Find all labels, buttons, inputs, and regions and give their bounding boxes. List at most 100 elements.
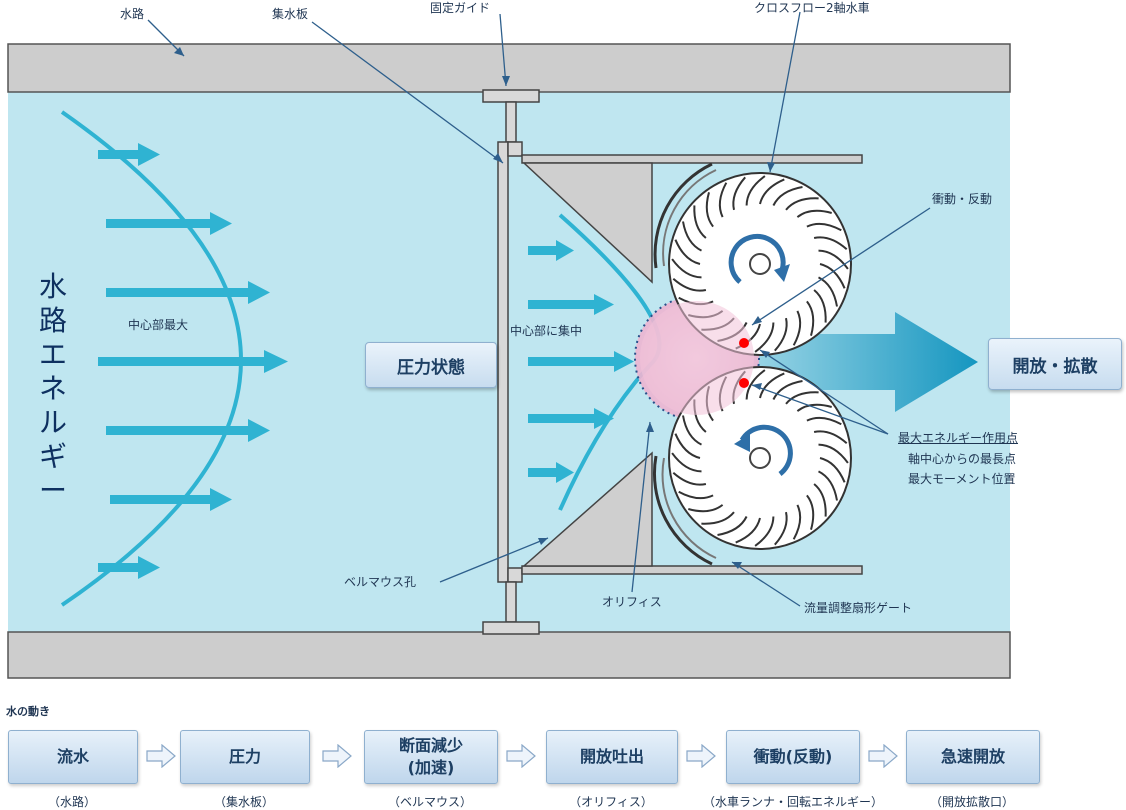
label-bellmouth: ベルマウス孔 xyxy=(344,575,417,589)
runner-blades-bottom xyxy=(671,369,849,547)
energy-point-bottom xyxy=(739,378,749,388)
flow-step-6-sub: （開放拡散口） xyxy=(929,795,1014,809)
runner-blade xyxy=(772,186,803,206)
runner-blade xyxy=(717,516,748,536)
vertical-title-channel-energy: 水路エネルギー xyxy=(38,270,67,507)
flow-step-4-sub: （オリフィス） xyxy=(569,795,653,809)
runner-blade xyxy=(792,310,802,346)
runner-blade xyxy=(682,221,702,252)
flow-step-3-sub: （ベルマウス） xyxy=(387,795,472,809)
flow-step-2-sub: （集水板） xyxy=(213,795,274,809)
runner-blade xyxy=(735,517,761,544)
runner-blade xyxy=(813,236,848,250)
runner-blade xyxy=(774,511,788,546)
runner-blade xyxy=(672,472,707,486)
runner-blade xyxy=(818,470,838,501)
flow-step-arrow xyxy=(322,744,352,768)
flow-step-4: 開放吐出 xyxy=(546,730,678,784)
label-center-focus: 中心部に集中 xyxy=(510,324,583,338)
flow-step-arrow xyxy=(146,744,176,768)
gate-arc-bottom-inner xyxy=(661,457,717,559)
runner-blade xyxy=(813,430,848,444)
runner-blade xyxy=(693,205,707,239)
runner-bottom xyxy=(668,366,852,550)
flow-step-5: 衝動(反動) xyxy=(726,730,860,784)
energy-point-top xyxy=(739,338,749,348)
flow-arrow xyxy=(528,462,574,483)
flow-step-arrow xyxy=(686,744,716,768)
runner-blade xyxy=(674,433,701,459)
flow-section-title: 水の動き xyxy=(6,705,50,718)
runner-blade xyxy=(818,443,849,464)
runner-blade xyxy=(813,289,827,323)
runner-blade xyxy=(671,258,702,279)
label-collection-plate: 集水板 xyxy=(272,7,309,21)
inflow-arrows xyxy=(98,143,288,579)
runner-blade xyxy=(674,239,701,265)
runner-blade xyxy=(792,504,802,540)
label-orifice: オリフィス xyxy=(602,595,662,609)
flow-step-5-sub: （水車ランナ・回転エネルギー） xyxy=(702,795,883,809)
rotation-arrow-top xyxy=(728,233,786,284)
flow-step-2: 圧力 xyxy=(180,730,310,784)
runner-blade xyxy=(678,490,714,500)
flow-step-3: 断面減少 (加速) xyxy=(364,730,498,784)
runner-blade xyxy=(796,209,832,218)
flow-arrow xyxy=(528,294,614,315)
flow-step-arrow xyxy=(868,744,898,768)
runner-blade xyxy=(701,511,735,525)
runner-blade xyxy=(672,278,707,292)
label-center-max: 中心部最大 xyxy=(128,318,189,332)
runner-blade xyxy=(806,494,815,530)
runner-blade xyxy=(682,415,702,446)
runner-blade xyxy=(718,182,728,218)
converging-arrows xyxy=(528,240,634,483)
gate-arc-top xyxy=(653,162,713,269)
runner-blades-top xyxy=(671,175,849,353)
flow-arrow xyxy=(98,350,288,373)
flow-arrow xyxy=(106,419,270,442)
runner-blade xyxy=(806,416,842,426)
open-diffuse-box: 開放・拡散 xyxy=(988,338,1122,390)
leader-lines xyxy=(147,11,931,607)
label-crossflow-turbine: クロスフロー2軸水車 xyxy=(754,1,870,15)
label-max-energy-point: 最大エネルギー作用点 xyxy=(898,431,1019,445)
runner-blade xyxy=(732,176,746,211)
flow-arrow xyxy=(98,143,160,166)
flow-arrow xyxy=(528,351,634,372)
runner-blade xyxy=(754,322,775,353)
flow-arrow xyxy=(98,556,160,579)
runner-blade xyxy=(774,317,788,352)
flow-arrow xyxy=(528,408,614,429)
flow-step-1-sub: （水路） xyxy=(47,795,96,809)
flow-arrow xyxy=(528,240,574,261)
flow-arrow xyxy=(106,281,270,304)
runner-blade xyxy=(813,483,827,517)
gate-plates xyxy=(521,154,863,575)
runner-blade xyxy=(745,369,766,400)
label-fixed-guide: 固定ガイド xyxy=(430,1,491,15)
rotation-arrow-bottom xyxy=(739,424,793,476)
runner-blade xyxy=(806,222,842,232)
crossflow-turbine-diagram xyxy=(7,11,1011,679)
label-max-moment: 最大モーメント位置 xyxy=(908,472,1016,486)
runner-blade xyxy=(819,457,846,483)
pressure-state-box: 圧力状態 xyxy=(365,342,497,388)
gate-arc-bottom xyxy=(652,455,713,566)
runner-blade xyxy=(785,391,819,405)
label-impulse-reaction: 衝動・反動 xyxy=(932,192,993,206)
runner-blade xyxy=(772,380,803,400)
runner-blade xyxy=(759,178,785,205)
runner-blade xyxy=(671,452,702,473)
channel-wall-bottom xyxy=(7,631,1011,679)
runner-blade xyxy=(745,175,766,206)
runner-blade xyxy=(688,504,724,513)
label-axis-farthest: 軸中心からの最長点 xyxy=(908,452,1017,466)
runner-blade xyxy=(759,372,785,399)
flow-arrow xyxy=(110,488,232,511)
runner-blade xyxy=(819,263,846,289)
focus-overlay xyxy=(640,301,754,415)
channel-wall-top xyxy=(7,43,1011,93)
runner-blade xyxy=(818,249,849,270)
runner-blade xyxy=(754,516,775,547)
